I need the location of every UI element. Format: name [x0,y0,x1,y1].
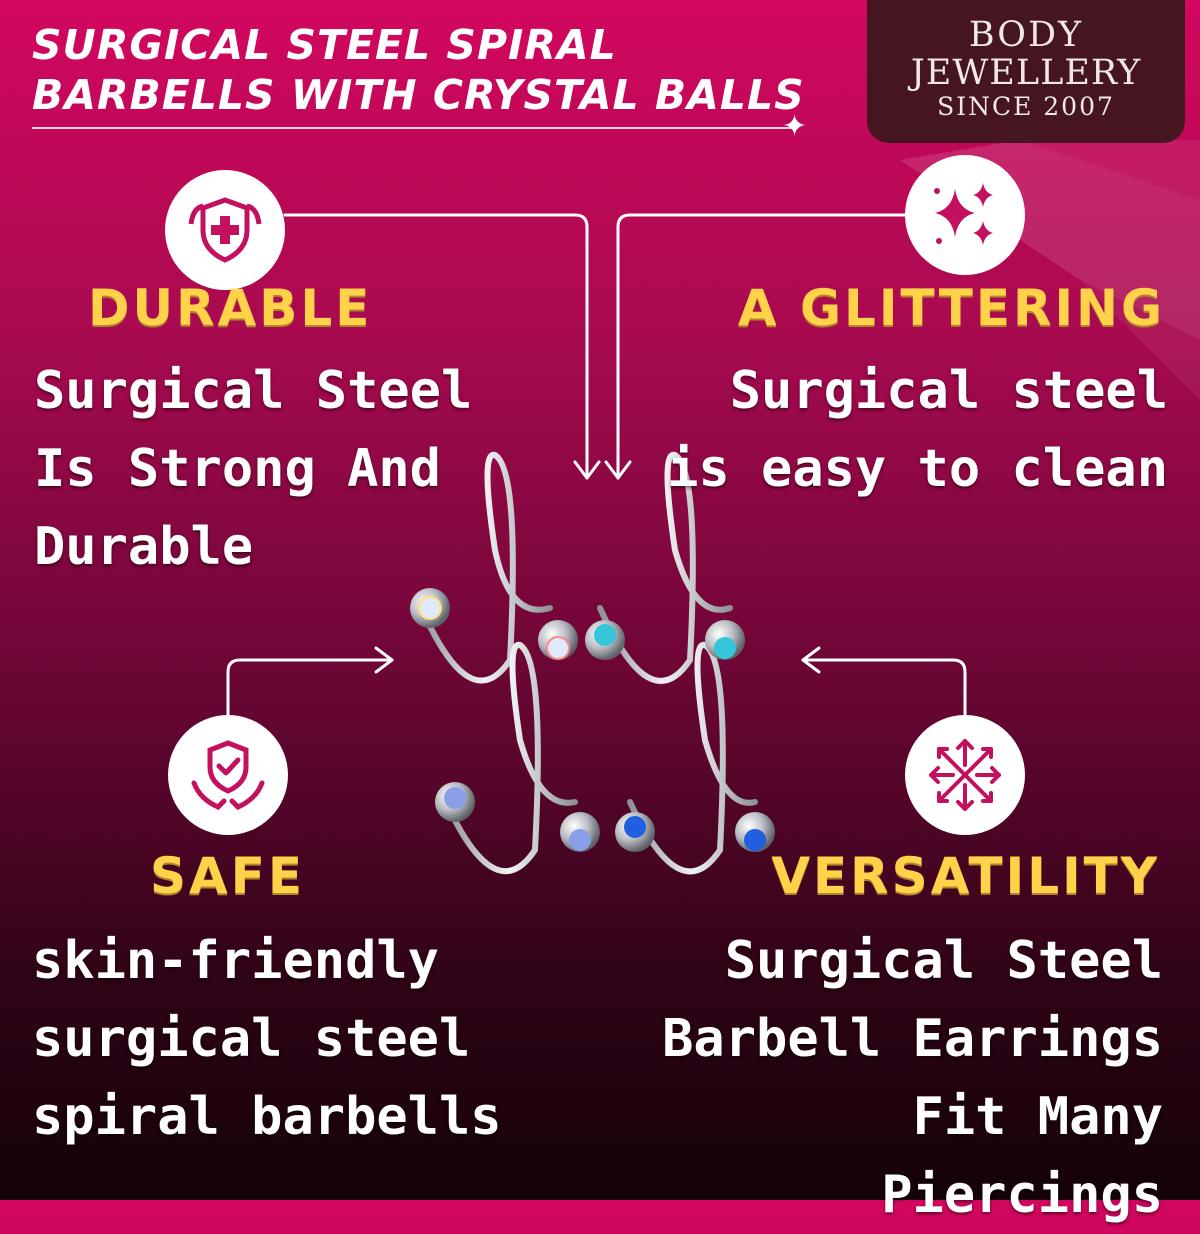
durable-heading: DURABLE [88,279,373,337]
arrow-glittering [616,213,907,480]
safe-line-3: spiral barbells [32,1087,502,1147]
versatility-line-2: Barbell Earrings [662,1009,1163,1069]
glittering-heading: A GLITTERING [737,279,1165,337]
multi-directional-arrows-icon [905,715,1025,835]
glittering-description: Surgical steel is easy to clean [640,352,1168,508]
shield-medical-cross-icon [165,170,285,290]
page-title: SURGICAL STEEL SPIRAL BARBELLS WITH CRYS… [32,20,852,120]
logo-line-2: JEWELLERY [910,53,1142,93]
durable-line-1: Surgical Steel [34,361,473,421]
sparkle-icon: ✦ [782,109,808,144]
safe-heading: SAFE [150,847,306,905]
versatility-line-1: Surgical Steel [724,931,1163,991]
crystal-balls [410,588,775,852]
shield-check-hands-icon [168,715,288,835]
versatility-heading: VERSATILITY [771,847,1160,905]
glittering-line-2: is easy to clean [667,439,1168,499]
logo-line-3: SINCE 2007 [937,92,1115,121]
durable-line-2: Is Strong And [34,439,441,499]
arrow-durable [283,213,589,480]
durable-line-3: Durable [34,517,254,577]
title-line-1: SURGICAL STEEL SPIRAL [32,21,617,69]
versatility-line-3: Fit Many Piercings [881,1087,1163,1225]
safe-line-1: skin-friendly [32,931,439,991]
brand-logo: BODY JEWELLERY SINCE 2007 [867,0,1185,143]
glittering-line-1: Surgical steel [729,361,1168,421]
safe-line-2: surgical steel [32,1009,471,1069]
arrow-safe [226,658,394,717]
sparkles-icon [905,155,1025,275]
title-line-2: BARBELLS WITH CRYSTAL BALLS [32,71,805,119]
versatility-description: Surgical Steel Barbell Earrings Fit Many… [600,922,1163,1234]
connector-arrows [0,0,1200,1200]
durable-description: Surgical Steel Is Strong And Durable [34,352,472,586]
spiral-barbells-illustration [410,451,775,875]
logo-line-1: BODY [968,15,1084,55]
arrow-versatility [801,658,967,717]
safe-description: skin-friendly surgical steel spiral barb… [32,922,502,1156]
title-underline [32,127,792,129]
